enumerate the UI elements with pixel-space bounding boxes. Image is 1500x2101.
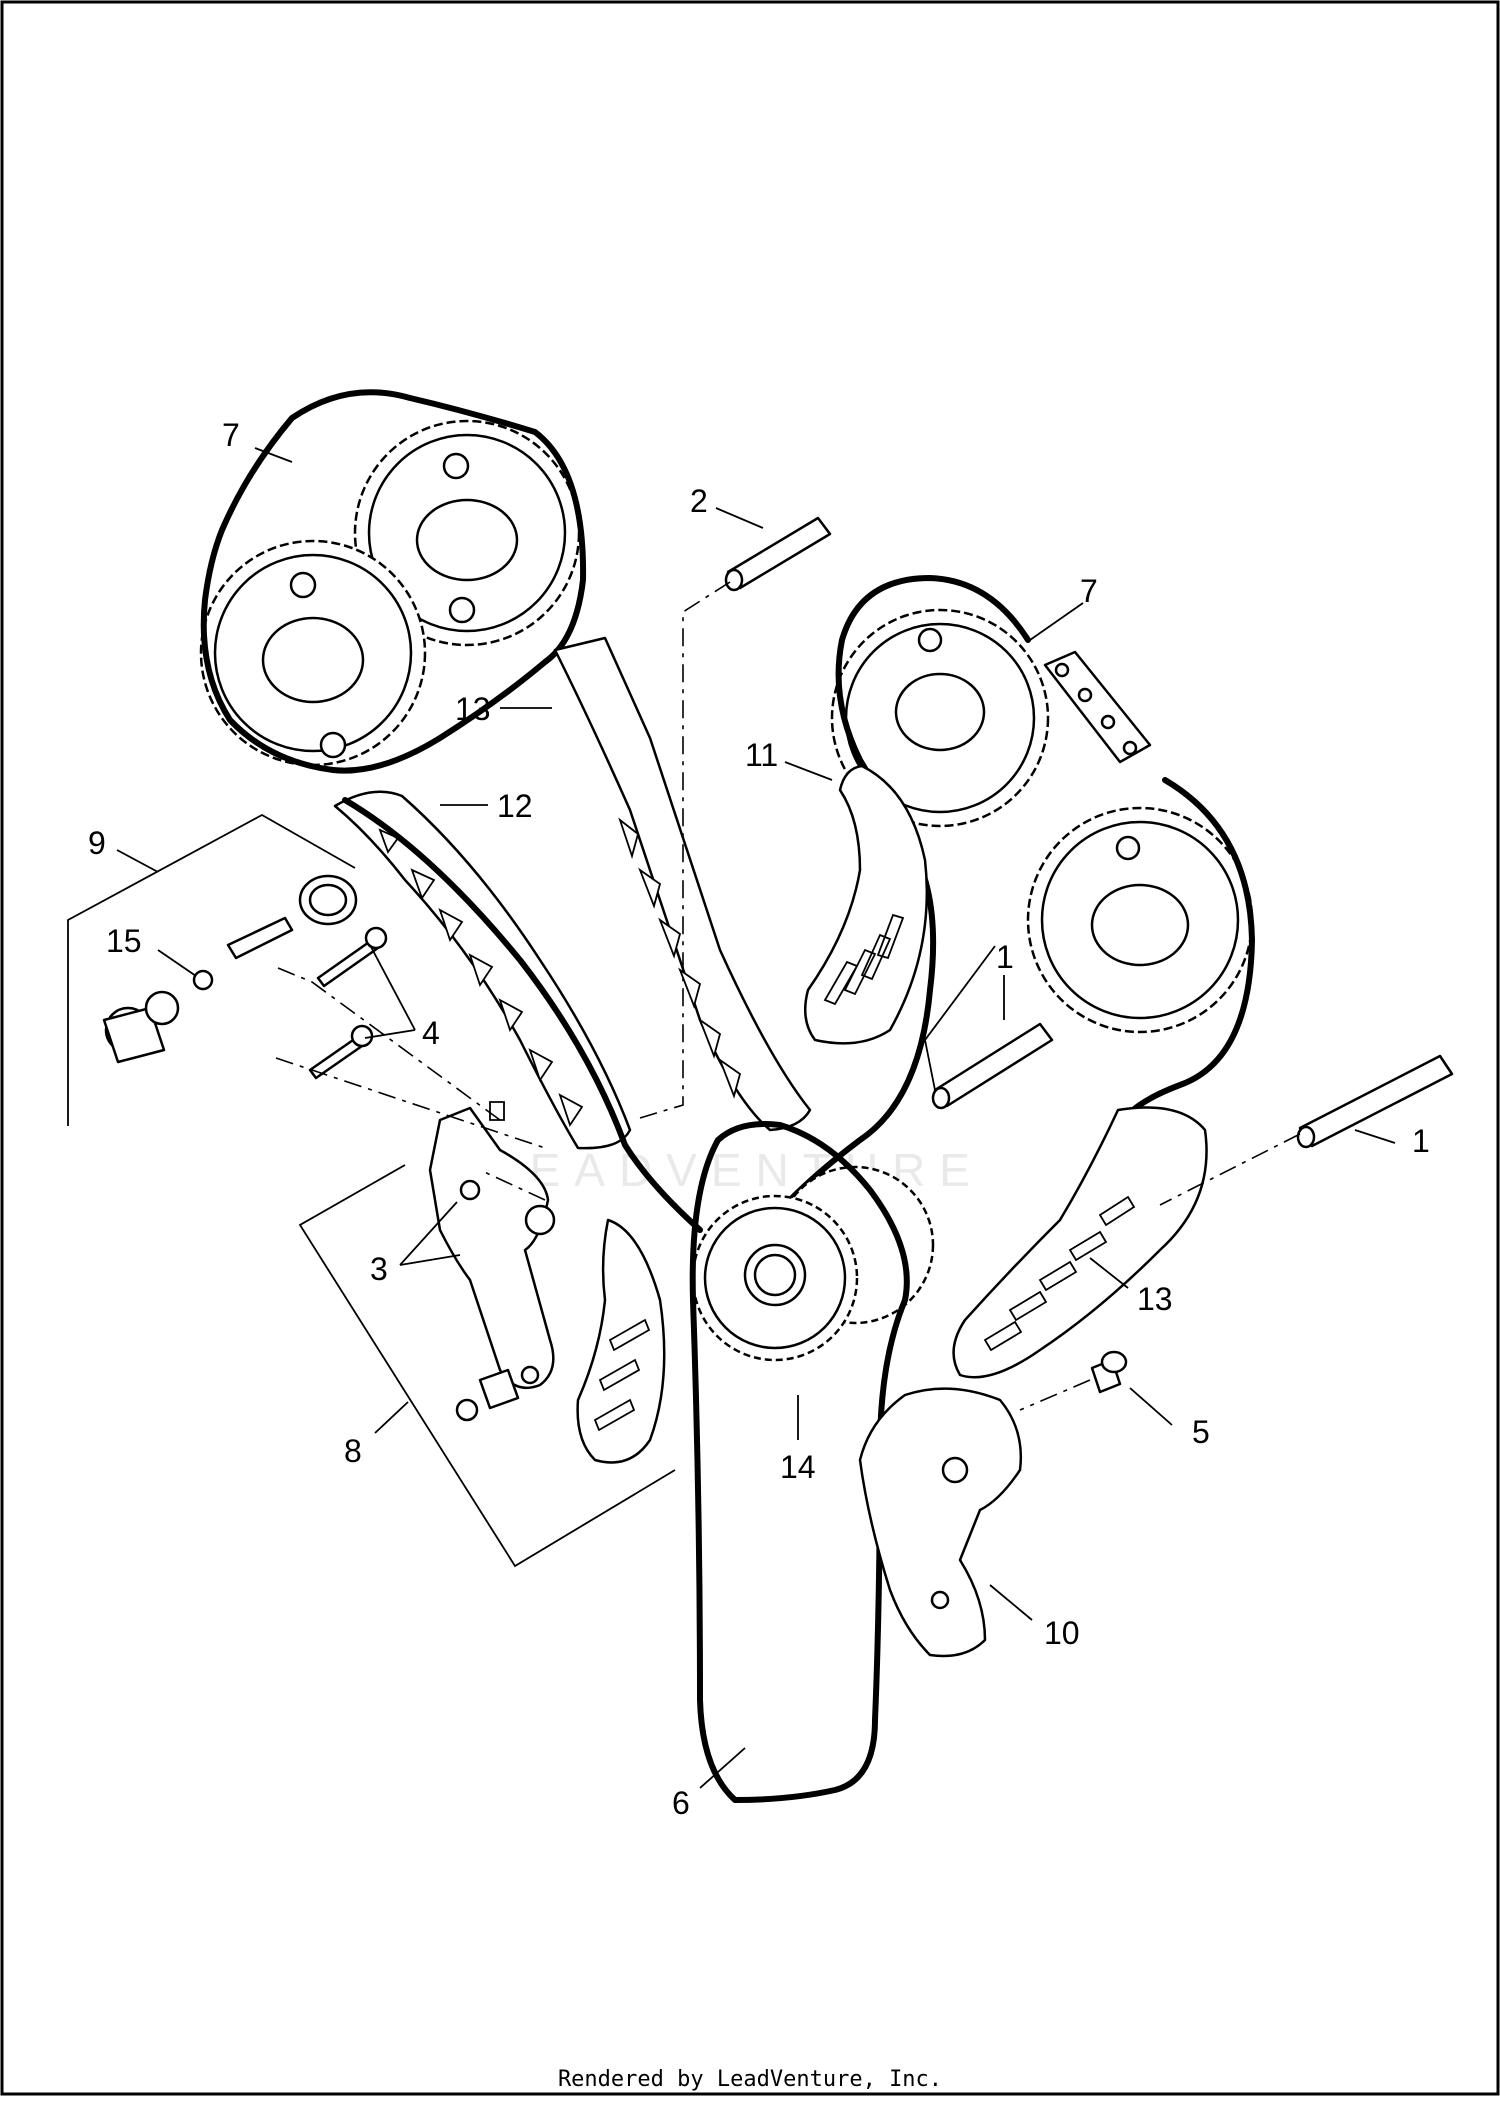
bolt-5 bbox=[1090, 1350, 1128, 1394]
right-lower-chain-guide bbox=[952, 1106, 1208, 1379]
plunger-ball bbox=[192, 969, 214, 991]
callout-3: 3 bbox=[370, 1251, 388, 1287]
right-cam-chain-outer bbox=[1122, 777, 1255, 1121]
centerline-screws bbox=[275, 967, 546, 1149]
centerline-pin-2 bbox=[639, 581, 731, 1119]
right-cam-sprocket-assembly bbox=[787, 575, 1255, 1203]
callout-6: 6 bbox=[672, 1785, 690, 1821]
centerline-bolt-5 bbox=[1019, 1379, 1091, 1411]
left-chain-guide bbox=[333, 790, 703, 1233]
callout-labels: 7 2 7 13 11 12 9 15 4 1 1 3 13 5 8 14 10… bbox=[88, 417, 1430, 1821]
screw-upper bbox=[316, 926, 388, 988]
screw-lower bbox=[308, 1024, 374, 1080]
callout-1-right: 1 bbox=[1412, 1123, 1430, 1159]
crank-sprocket-assembly bbox=[689, 1121, 935, 1803]
callout-14: 14 bbox=[780, 1449, 816, 1485]
callout-9: 9 bbox=[88, 825, 106, 861]
bracket-9 bbox=[67, 813, 356, 1126]
right-front-cam-sprocket bbox=[830, 608, 1050, 828]
right-upper-chain-guide bbox=[803, 764, 929, 1045]
callout-13-lower: 13 bbox=[1137, 1281, 1173, 1317]
right-rear-cam-sprocket bbox=[1026, 806, 1254, 1034]
leader-lines bbox=[116, 447, 1396, 1789]
callout-7-right: 7 bbox=[1080, 573, 1098, 609]
left-rear-cam-sprocket bbox=[353, 419, 581, 647]
callout-13-upper: 13 bbox=[455, 691, 491, 727]
callout-4: 4 bbox=[422, 1015, 440, 1051]
tensioner-plunger bbox=[226, 916, 294, 960]
callout-11: 11 bbox=[745, 737, 778, 773]
callout-1-middle: 1 bbox=[996, 939, 1014, 975]
left-tensioner-shoe bbox=[576, 1218, 666, 1464]
watermark: LEADVENTURE bbox=[490, 1144, 984, 1196]
callout-15: 15 bbox=[106, 923, 142, 959]
pin-1-right bbox=[1296, 1054, 1454, 1149]
bracket-1-mid bbox=[924, 945, 996, 1091]
pivot-pin-small bbox=[455, 1368, 520, 1422]
callout-12: 12 bbox=[497, 788, 533, 824]
centerline-arm bbox=[479, 1169, 546, 1201]
render-credit: Rendered by LeadVenture, Inc. bbox=[558, 2067, 942, 2092]
callout-5: 5 bbox=[1192, 1414, 1210, 1450]
chain-link-section bbox=[1043, 650, 1152, 764]
callout-8: 8 bbox=[344, 1433, 362, 1469]
left-front-cam-sprocket bbox=[199, 539, 427, 767]
pin-2 bbox=[724, 516, 832, 592]
left-cam-chain bbox=[200, 389, 587, 774]
callout-2: 2 bbox=[690, 483, 708, 519]
centerline-pin-1 bbox=[1159, 1133, 1301, 1206]
primary-chain bbox=[689, 1121, 910, 1803]
bracket-8 bbox=[298, 1164, 676, 1568]
callout-7-left: 7 bbox=[222, 417, 240, 453]
left-cam-sprocket-assembly bbox=[199, 389, 587, 774]
callout-10: 10 bbox=[1044, 1615, 1080, 1651]
lower-tensioner bbox=[858, 1387, 1022, 1658]
tensioner-body bbox=[102, 990, 180, 1064]
pin-1-middle bbox=[931, 1022, 1054, 1110]
